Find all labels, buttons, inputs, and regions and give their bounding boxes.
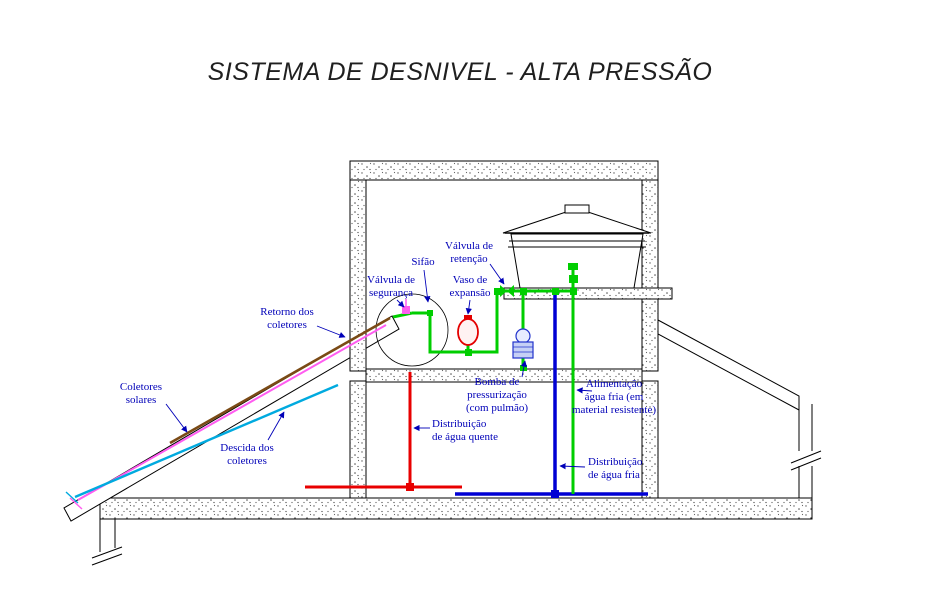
label-valvula-seguranca: Válvula de segurança (367, 274, 415, 299)
leader-bomba (520, 360, 528, 378)
label-retorno-coletores: Retorno dos coletores (260, 306, 314, 331)
ceiling-slab (349, 160, 659, 181)
collector-return-pipe (169, 316, 391, 445)
pressurization-pump (512, 328, 534, 359)
cold-water-feed-pipe (568, 263, 578, 494)
building-structure (349, 160, 673, 499)
label-alimentacao-agua-fria: Alimentação água fria (em material resis… (572, 378, 656, 416)
tank-lid (502, 211, 652, 234)
left-wall-upper (349, 179, 367, 372)
leader-retorno-coletores (316, 325, 346, 338)
label-vaso-expansao: Vaso de expansão (449, 274, 491, 299)
left-wall-lower (349, 380, 367, 499)
leader-descida-coletores (267, 411, 285, 441)
break-symbol (790, 457, 822, 471)
leader-valvula-seguranca (396, 299, 405, 308)
collector-descent-pipe (74, 383, 339, 499)
right-outer-wall (790, 396, 822, 498)
leader-dist-fria (559, 463, 586, 470)
safety-valve (402, 299, 410, 314)
right-wall-lower (641, 380, 659, 499)
tank-lid-cap (564, 204, 590, 214)
label-coletores-solares: Coletores solares (119, 381, 163, 406)
label-distribuicao-agua-quente: Distribuição de água quente (432, 418, 498, 443)
right-roof-slab (657, 319, 800, 411)
ground-slab (99, 497, 813, 520)
leader-valvula-retencao (489, 263, 505, 285)
feed-valve (568, 263, 578, 270)
break-symbol (91, 553, 123, 566)
left-roof-slab (63, 315, 400, 522)
check-valve (500, 285, 514, 297)
leader-lines (165, 263, 593, 470)
label-sifao: Sifão (411, 256, 435, 268)
leader-sifao (423, 269, 431, 303)
right-wall-upper (641, 179, 659, 372)
solar-collector-line (77, 324, 387, 501)
water-tank (502, 204, 652, 289)
left-foundation-wall (91, 519, 123, 566)
label-distribuicao-agua-fria: Distribuição de água fria (588, 456, 643, 481)
cold-water-distribution-pipe (455, 289, 648, 498)
break-symbol (91, 546, 123, 559)
leader-alimentacao (576, 387, 593, 394)
diagram-title: SISTEMA DE DESNIVEL - ALTA PRESSÃO (207, 58, 713, 86)
expansion-vessel (457, 315, 479, 346)
label-descida-coletores: Descida dos coletores (220, 442, 274, 467)
collector-pipes (65, 316, 391, 510)
feed-fitting (569, 275, 578, 283)
label-valvula-retencao: Válvula de retenção (445, 240, 493, 265)
leader-vaso-expansao (465, 299, 472, 315)
leader-coletores-solares (165, 403, 188, 433)
label-bomba-pressurizacao: Bomba de pressurização (com pulmão) (465, 376, 528, 414)
hot-water-distribution-pipe (305, 372, 462, 491)
break-symbol (790, 450, 822, 464)
